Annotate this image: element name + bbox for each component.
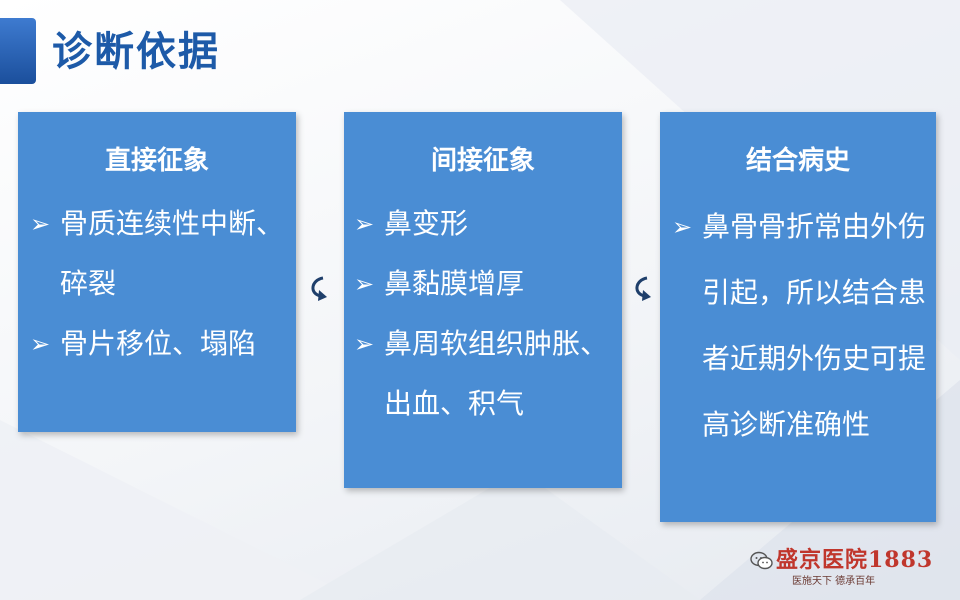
list-item: ➢ 鼻骨骨折常由外伤引起，所以结合患者近期外伤史可提高诊断准确性 (672, 194, 936, 458)
title-accent-bar (0, 18, 36, 84)
list-item: ➢ 骨质连续性中断、碎裂 (30, 194, 296, 314)
list-item-text: 鼻骨骨折常由外伤引起，所以结合患者近期外伤史可提高诊断准确性 (702, 210, 927, 441)
bullet-arrow-icon: ➢ (354, 330, 375, 358)
curved-arrow-icon (311, 276, 327, 301)
bullet-arrow-icon: ➢ (30, 210, 51, 238)
list-item: ➢ 鼻黏膜增厚 (354, 254, 622, 314)
box-heading: 结合病史 (745, 146, 850, 176)
list-item-text: 鼻变形 (384, 207, 469, 240)
watermark-subtitle: 医施天下 德承百年 (792, 576, 876, 587)
medical-history-box: 结合病史 ➢ 鼻骨骨折常由外伤引起，所以结合患者近期外伤史可提高诊断准确性 (660, 112, 936, 522)
box-heading: 直接征象 (104, 146, 209, 176)
list-item: ➢ 鼻周软组织肿胀、出血、积气 (354, 314, 622, 434)
direct-signs-box: 直接征象 ➢ 骨质连续性中断、碎裂 ➢ 骨片移位、塌陷 (18, 112, 296, 432)
indirect-signs-box: 间接征象 ➢ 鼻变形 ➢ 鼻黏膜增厚 ➢ 鼻周软组织肿胀、出血、积气 (344, 112, 622, 488)
curved-arrow-icon (635, 276, 651, 301)
watermark-brand: 盛京医院1883 (776, 547, 934, 573)
list-item: ➢ 骨片移位、塌陷 (30, 314, 296, 374)
bullet-arrow-icon: ➢ (672, 213, 693, 241)
bullet-list: ➢ 鼻骨骨折常由外伤引起，所以结合患者近期外伤史可提高诊断准确性 (660, 194, 936, 458)
bullet-list: ➢ 鼻变形 ➢ 鼻黏膜增厚 ➢ 鼻周软组织肿胀、出血、积气 (344, 194, 622, 434)
box-heading: 间接征象 (430, 146, 535, 176)
list-item-text: 骨质连续性中断、碎裂 (60, 207, 285, 300)
page-title: 诊断依据 (52, 29, 220, 75)
bullet-arrow-icon: ➢ (30, 330, 51, 358)
bullet-arrow-icon: ➢ (354, 270, 375, 298)
list-item-text: 鼻周软组织肿胀、出血、积气 (384, 327, 609, 420)
list-item: ➢ 鼻变形 (354, 194, 622, 254)
list-item-text: 骨片移位、塌陷 (60, 327, 257, 360)
list-item-text: 鼻黏膜增厚 (384, 267, 525, 300)
wechat-icon (750, 551, 773, 570)
bullet-arrow-icon: ➢ (354, 210, 375, 238)
bullet-list: ➢ 骨质连续性中断、碎裂 ➢ 骨片移位、塌陷 (18, 194, 296, 374)
watermark: 盛京医院1883 医施天下 德承百年 (750, 540, 940, 590)
